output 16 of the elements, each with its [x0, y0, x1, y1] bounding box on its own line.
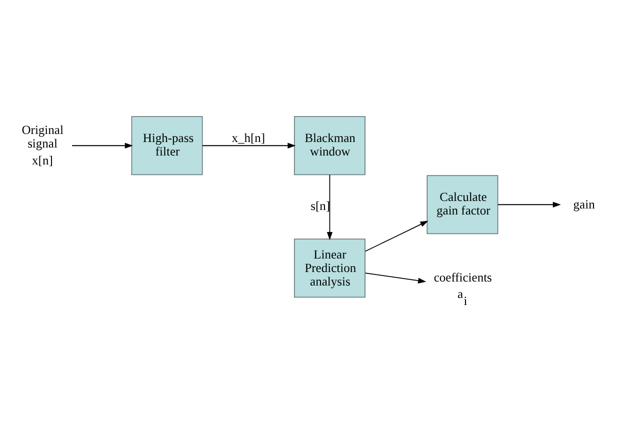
node-text: gain	[573, 197, 595, 212]
node-box: Calculate gain factor	[426, 175, 498, 234]
edge-label: s[n]	[310, 199, 330, 214]
arrow	[326, 174, 333, 240]
node-box: Blackman window	[294, 116, 366, 176]
edge-label: x_h[n]	[232, 131, 266, 146]
node-label: Original signal	[22, 123, 64, 151]
arrow	[364, 220, 428, 252]
arrow	[498, 202, 561, 208]
node-box: Linear Prediction analysis	[294, 238, 366, 298]
arrow	[364, 272, 426, 284]
node-text: x[n]	[32, 154, 53, 168]
arrow	[72, 142, 133, 148]
arrow	[202, 142, 296, 148]
node-box: High-pass filter	[131, 116, 203, 176]
node-label: coefficients	[434, 270, 492, 285]
